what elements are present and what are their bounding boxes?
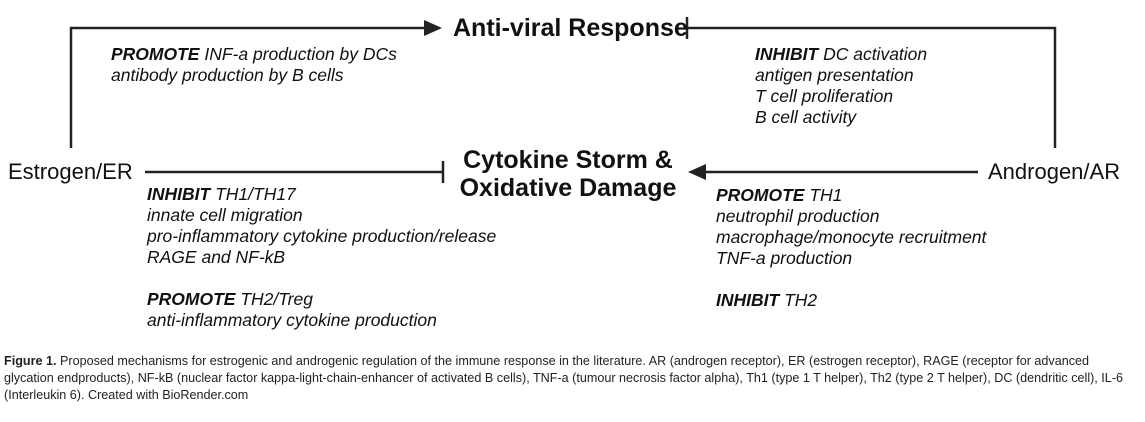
effect-line: anti-inflammatory cytokine production: [147, 310, 437, 330]
estrogen-to-antiviral-line: [69, 26, 430, 148]
effect-line: TH2: [784, 290, 818, 310]
inhibit-verb: INHIBIT: [755, 44, 819, 64]
androgen-cytokine-text: PROMOTE TH1 neutrophil production macrop…: [716, 185, 986, 311]
oxidative-damage-line2: Oxidative Damage: [459, 174, 677, 202]
effect-line: macrophage/monocyte recruitment: [716, 227, 987, 247]
androgen-to-antiviral-line: [687, 26, 1057, 148]
promote-verb: PROMOTE: [716, 185, 805, 205]
effect-line: RAGE and NF-kB: [147, 247, 286, 267]
effect-line: neutrophil production: [716, 206, 880, 226]
inhibit-verb: INHIBIT: [716, 290, 780, 310]
estrogen-cytokine-text: INHIBIT TH1/TH17 innate cell migration p…: [147, 184, 496, 331]
antiviral-response-node: Anti-viral Response: [453, 14, 688, 42]
inhibit-verb: INHIBIT: [147, 184, 211, 204]
estrogen-node: Estrogen/ER: [8, 159, 133, 184]
figure-caption: Figure 1. Proposed mechanisms for estrog…: [4, 353, 1140, 404]
effect-line: TH1/TH17: [215, 184, 296, 204]
effect-line: INF-a production by DCs: [204, 44, 397, 64]
effect-line: TNF-a production: [716, 248, 853, 268]
effect-line: pro-inflammatory cytokine production/rel…: [147, 226, 497, 246]
effect-line: TH1: [809, 185, 843, 205]
effect-line: T cell proliferation: [755, 86, 894, 106]
figure-label: Figure 1.: [4, 354, 57, 368]
cytokine-storm-line1: Cytokine Storm &: [463, 146, 673, 174]
effect-line: DC activation: [823, 44, 928, 64]
caption-text: Proposed mechanisms for estrogenic and a…: [4, 354, 1124, 402]
effect-line: antibody production by B cells: [111, 65, 344, 85]
androgen-to-cytokine-arrowhead: [688, 164, 706, 180]
effect-line: B cell activity: [755, 107, 857, 127]
cytokine-storm-node: Cytokine Storm & Oxidative Damage: [450, 146, 686, 202]
estrogen-to-antiviral-arrowhead: [424, 20, 442, 36]
effect-line: antigen presentation: [755, 65, 914, 85]
effect-line: TH2/Treg: [240, 289, 313, 309]
promote-verb: PROMOTE: [111, 44, 200, 64]
androgen-antiviral-text: INHIBIT DC activation antigen presentati…: [755, 44, 927, 128]
promote-verb: PROMOTE: [147, 289, 236, 309]
androgen-node: Androgen/AR: [988, 159, 1121, 184]
estrogen-antiviral-text: PROMOTE INF-a production by DCs antibody…: [111, 44, 397, 86]
effect-line: innate cell migration: [147, 205, 303, 225]
